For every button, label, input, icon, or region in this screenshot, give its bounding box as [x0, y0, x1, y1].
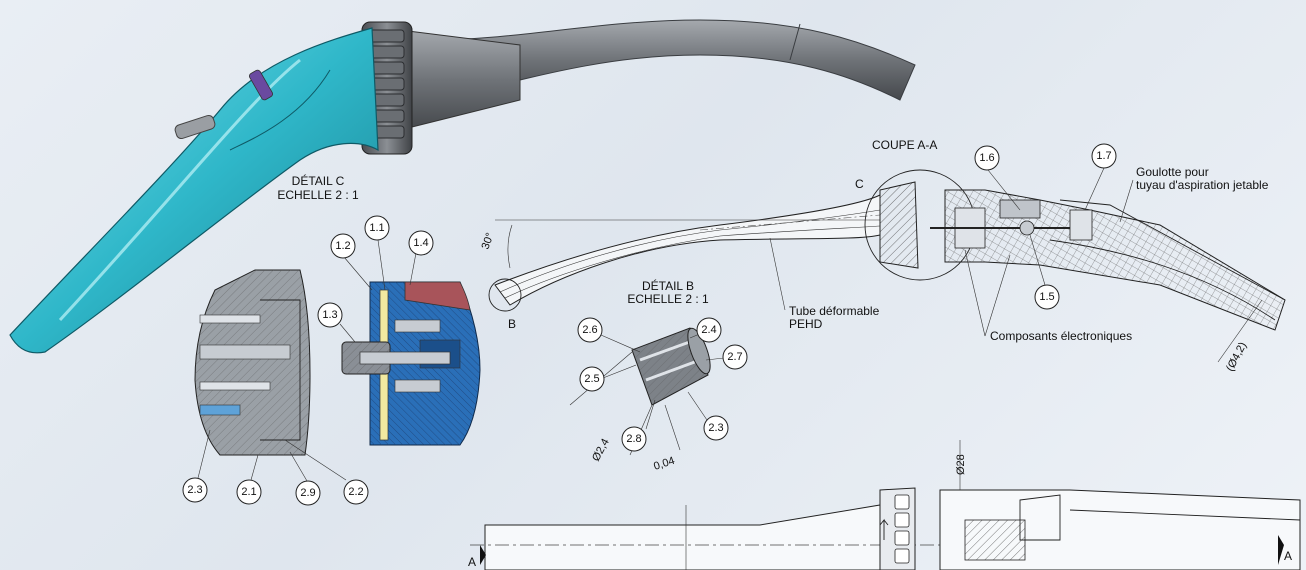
section-leaders	[769, 167, 1134, 337]
detail-b: DÉTAIL B ECHELLE 2 : 1 2.6 2.4 2.5 2.7 2…	[569, 278, 748, 473]
balloon-1-5: 1.5	[1034, 284, 1060, 310]
svg-text:1.4: 1.4	[413, 237, 428, 249]
composants-note: Composants électroniques	[990, 329, 1132, 343]
svg-text:2.8: 2.8	[626, 433, 641, 445]
svg-text:1.6: 1.6	[979, 152, 994, 164]
dia-42-dimension: (Ø4,2)	[1224, 340, 1249, 373]
balloon-1-6: 1.6	[974, 145, 1000, 171]
goulotte-note-line2: tuyau d'aspiration jetable	[1136, 178, 1269, 192]
svg-text:2.2: 2.2	[348, 486, 363, 498]
svg-text:1.2: 1.2	[335, 240, 350, 252]
svg-text:2.3: 2.3	[708, 422, 723, 434]
balloon-2-2: 2.2	[343, 479, 369, 505]
balloon-2-6: 2.6	[577, 317, 603, 343]
balloon-2-4: 2.4	[696, 317, 722, 343]
detail-b-scale: ECHELLE 2 : 1	[627, 292, 709, 306]
svg-text:2.6: 2.6	[582, 324, 597, 336]
svg-text:1.5: 1.5	[1039, 291, 1054, 303]
balloon-1-2: 1.2	[330, 233, 356, 259]
section-title: COUPE A-A	[872, 138, 937, 152]
svg-text:1.1: 1.1	[369, 222, 384, 234]
detail-c-right-half	[341, 281, 481, 446]
len-004-dimension: 0,04	[652, 455, 676, 473]
balloon-2-1: 2.1	[236, 479, 262, 505]
dia-28-dimension: Ø28	[955, 454, 967, 475]
dia-24-dimension: Ø2,4	[590, 437, 612, 464]
device-3d-render	[9, 19, 916, 354]
detail-c-left-half	[194, 269, 311, 456]
svg-text:1.7: 1.7	[1096, 150, 1111, 162]
svg-text:2.1: 2.1	[241, 486, 256, 498]
section-a-a: COUPE A-A B 30° C	[480, 138, 1286, 373]
goulotte-note-line1: Goulotte pour	[1136, 165, 1209, 179]
tube-note-line2: PEHD	[789, 317, 823, 331]
balloon-1-3: 1.3	[317, 302, 343, 328]
detail-c-scale: ECHELLE 2 : 1	[277, 188, 359, 202]
balloon-2-8: 2.8	[621, 426, 647, 452]
balloon-2-3-b: 2.3	[703, 415, 729, 441]
svg-text:2.4: 2.4	[701, 324, 716, 336]
detail-b-title: DÉTAIL B	[642, 278, 694, 293]
svg-text:2.7: 2.7	[727, 351, 742, 363]
detail-b-nozzle	[631, 327, 711, 406]
balloon-2-5: 2.5	[579, 366, 605, 392]
bottom-elevation: Ø28 A A	[468, 440, 1301, 570]
svg-text:2.5: 2.5	[584, 373, 599, 385]
balloon-2-3-a: 2.3	[182, 477, 208, 503]
balloon-1-7: 1.7	[1091, 143, 1117, 169]
detail-c-leaders	[197, 239, 417, 482]
detail-b-circle	[488, 278, 522, 312]
balloon-2-7: 2.7	[722, 344, 748, 370]
balloon-2-9: 2.9	[295, 480, 321, 506]
balloon-1-4: 1.4	[408, 230, 434, 256]
balloon-1-1: 1.1	[364, 215, 390, 241]
mark-c: C	[855, 177, 864, 191]
detail-c: DÉTAIL C ECHELLE 2 : 1	[182, 173, 481, 506]
mark-b: B	[508, 317, 516, 331]
detail-c-title: DÉTAIL C	[292, 173, 345, 188]
angle-dimension: 30°	[480, 231, 497, 251]
svg-text:1.3: 1.3	[322, 309, 337, 321]
svg-text:2.3: 2.3	[187, 484, 202, 496]
section-mark-a-right: A	[1284, 549, 1292, 563]
svg-text:2.9: 2.9	[300, 487, 315, 499]
tube-note-line1: Tube déformable	[789, 304, 880, 318]
section-mark-a-left: A	[468, 555, 476, 569]
